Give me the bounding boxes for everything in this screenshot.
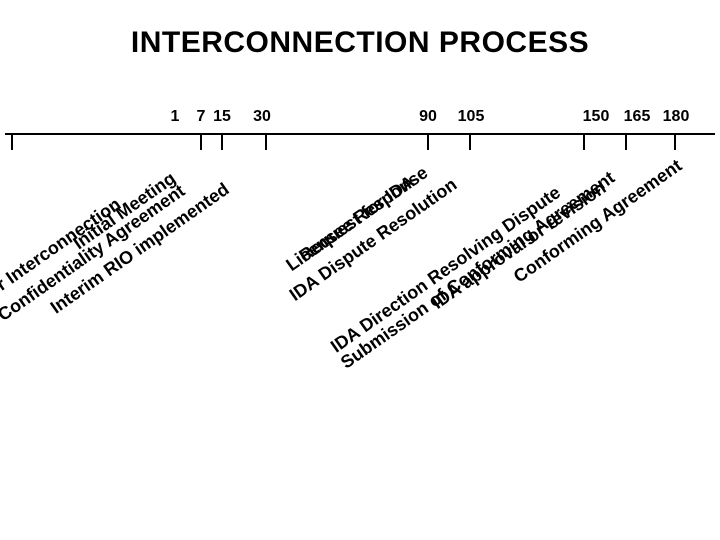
day-label: 30	[253, 108, 271, 125]
day-label: 15	[213, 108, 231, 125]
day-label: 90	[419, 108, 437, 125]
day-label: 105	[457, 108, 485, 125]
day-label: 150	[582, 108, 610, 125]
day-label: 180	[662, 108, 690, 125]
tick-marks	[11, 134, 676, 150]
diagram-title: INTERCONNECTION PROCESS	[130, 26, 590, 59]
day-label: 1	[170, 108, 180, 125]
day-label: 165	[623, 108, 651, 125]
day-label: 7	[196, 108, 206, 125]
